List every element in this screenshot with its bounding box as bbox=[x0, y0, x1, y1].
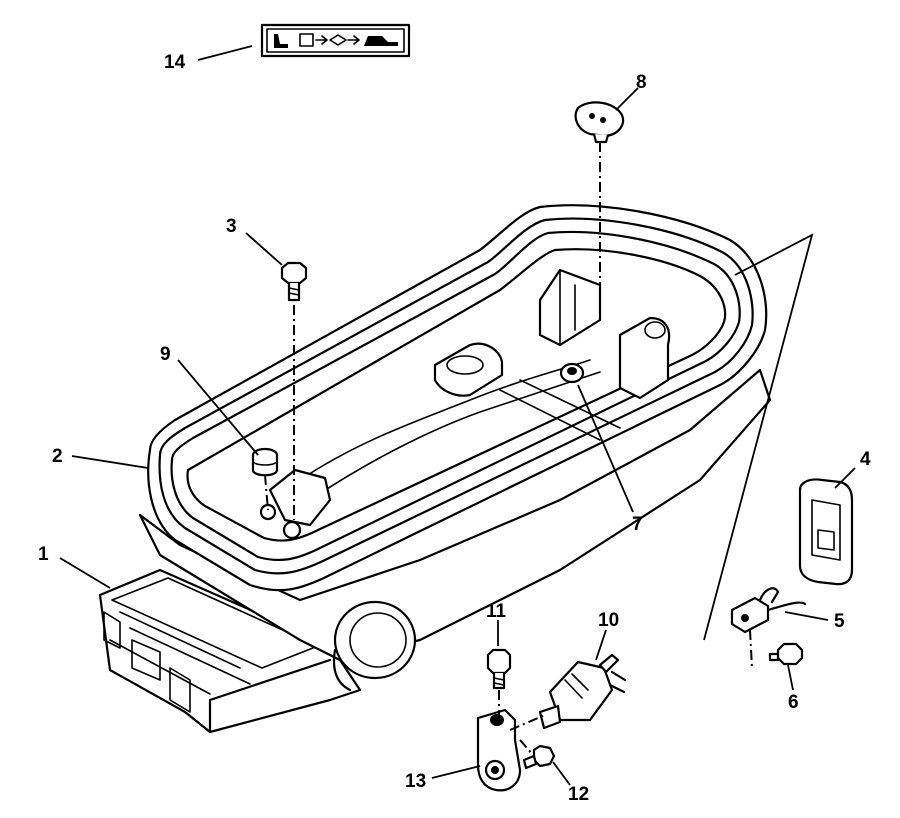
part-6-screw bbox=[768, 642, 804, 666]
callout-6: 6 bbox=[788, 692, 799, 713]
callout-8: 8 bbox=[636, 72, 647, 93]
part-10-fitting bbox=[538, 653, 627, 730]
callout-13: 13 bbox=[405, 771, 426, 792]
callout-9: 9 bbox=[160, 344, 171, 365]
callout-2: 2 bbox=[52, 446, 63, 467]
callout-labels: 1 2 3 4 5 6 7 8 9 10 11 12 13 14 bbox=[38, 52, 871, 805]
part-4-latch-cover bbox=[798, 478, 854, 586]
part-12-screw bbox=[522, 744, 556, 770]
callout-11: 11 bbox=[486, 601, 507, 622]
callout-1: 1 bbox=[38, 544, 49, 565]
part-9-grommet bbox=[251, 447, 279, 477]
part-2-seal-and-rim bbox=[147, 204, 768, 592]
part-13-bracket bbox=[476, 708, 522, 792]
detail-bracket-line bbox=[703, 233, 814, 641]
callout-7: 7 bbox=[632, 514, 643, 535]
part-1-lower-cowl bbox=[98, 368, 772, 734]
callout-4: 4 bbox=[860, 449, 871, 470]
callout-12: 12 bbox=[568, 784, 589, 805]
part-7-nut bbox=[559, 362, 585, 384]
part-3-screw bbox=[280, 261, 308, 302]
callout-3: 3 bbox=[226, 216, 237, 237]
part-11-screw bbox=[486, 648, 512, 690]
leader-lines bbox=[59, 45, 856, 786]
callout-5: 5 bbox=[834, 611, 845, 632]
callout-14: 14 bbox=[164, 52, 186, 73]
part-5-latch bbox=[730, 587, 807, 634]
part-8-latch-knob bbox=[574, 101, 625, 144]
part-14-decal bbox=[260, 23, 411, 58]
assembly-lines bbox=[264, 142, 753, 757]
callout-10: 10 bbox=[598, 610, 619, 631]
